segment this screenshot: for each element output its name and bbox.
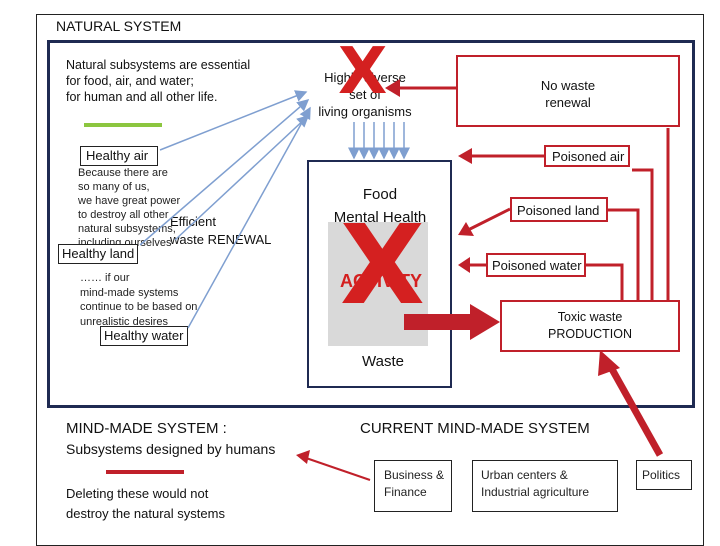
urban-line-1: Urban centers & <box>481 468 568 482</box>
activity-x-mark: X <box>340 201 425 329</box>
poisoned-land-label: Poisoned land <box>517 203 600 218</box>
organisms-line-1: Highly diverse <box>324 70 406 85</box>
note2-line-1: …… if our <box>80 272 130 284</box>
business-line-1: Business & <box>384 468 445 482</box>
arrow-poisoned-water <box>458 257 486 273</box>
intro-line-1: Natural subsystems are essential <box>66 58 251 72</box>
poisoned-land-box: Poisoned land <box>510 197 608 222</box>
organisms-line-3: living organisms <box>318 104 412 119</box>
note2-line-3: continue to be based on <box>80 301 198 313</box>
arrow-no-renewal-to-organisms <box>385 79 456 97</box>
natural-system-frame <box>47 40 695 408</box>
current-system-frame <box>360 440 700 536</box>
green-legend-line <box>84 123 162 127</box>
arrow-land-to-organisms <box>139 99 310 246</box>
healthy-air-box: Healthy air <box>80 146 158 166</box>
intro-line-3: for human and all other life. <box>66 90 218 104</box>
efficient-label: Efficient <box>170 214 217 229</box>
poisoned-water-label: Poisoned water <box>492 258 582 273</box>
arrow-current-to-toxic <box>598 350 664 457</box>
politics-label: Politics <box>642 468 681 482</box>
food-label: Food <box>362 186 398 203</box>
current-system-title: CURRENT MIND-MADE SYSTEM <box>360 420 590 437</box>
no-waste-renewal-line-1: No waste <box>540 78 596 93</box>
urban-line-2: Industrial agriculture <box>481 485 590 499</box>
arrow-activity-to-toxic <box>404 304 500 340</box>
activity-label: ACTIVITY <box>340 271 423 291</box>
connector-toxic-to-land <box>608 208 640 300</box>
delete-note-line-2: destroy the natural systems <box>66 506 225 521</box>
connector-toxic-to-air <box>632 168 654 300</box>
note-line-1: Because there are <box>78 167 168 179</box>
arrow-current-to-legend <box>296 450 371 481</box>
business-line-2: Finance <box>384 485 427 499</box>
note-line-2: so many of us, <box>78 181 150 193</box>
waste-renewal-label: waste RENEWAL <box>170 232 272 247</box>
note2-line-4: unrealistic desires <box>80 316 169 328</box>
no-waste-renewal-line-2: renewal <box>545 95 591 110</box>
mental-health-label: Mental Health <box>333 209 427 226</box>
page-title: NATURAL SYSTEM <box>56 18 182 34</box>
toxic-waste-box: Toxic waste PRODUCTION <box>500 300 680 352</box>
toxic-waste-line-2: PRODUCTION <box>547 327 633 341</box>
healthy-land-label: Healthy land <box>62 246 135 261</box>
mind-made-title: MIND-MADE SYSTEM : <box>66 420 227 437</box>
toxic-waste-line-1: Toxic waste <box>557 310 623 324</box>
healthy-land-box: Healthy land <box>58 244 138 264</box>
note-line-5: natural subsystems, <box>78 223 176 235</box>
intro-line-2: for food, air, and water; <box>66 74 194 88</box>
connector-toxic-to-water <box>586 263 624 300</box>
poisoned-water-box: Poisoned water <box>486 253 586 277</box>
politics-box: Politics <box>636 460 692 490</box>
note-line-4: to destroy all other <box>78 209 169 221</box>
healthy-water-label: Healthy water <box>104 328 184 343</box>
note-line-3: we have great power <box>78 195 181 207</box>
note2-line-2: mind-made systems <box>80 287 179 299</box>
no-waste-renewal-box: No waste renewal <box>456 55 680 127</box>
urban-agriculture-box: Urban centers & Industrial agriculture <box>472 460 618 512</box>
arrow-note-to-organisms <box>174 114 310 241</box>
mind-made-subtitle: Subsystems designed by humans <box>66 441 276 457</box>
arrow-poisoned-air <box>458 148 544 164</box>
red-legend-line <box>106 470 184 474</box>
food-column-frame <box>307 160 452 388</box>
healthy-air-label: Healthy air <box>86 148 149 163</box>
waste-label: Waste <box>362 353 404 370</box>
organisms-x-mark: X <box>338 35 388 109</box>
poisoned-air-label: Poisoned air <box>552 149 625 164</box>
business-finance-box: Business & Finance <box>374 460 452 512</box>
delete-note-line-1: Deleting these would not <box>66 486 209 501</box>
poisoned-air-box: Poisoned air <box>544 145 630 167</box>
arrow-air-to-organisms <box>159 90 308 151</box>
arrow-water-to-organisms <box>187 106 311 329</box>
arrow-poisoned-land <box>458 207 511 236</box>
healthy-water-box: Healthy water <box>100 326 188 346</box>
organisms-line-2: set of <box>349 87 381 102</box>
